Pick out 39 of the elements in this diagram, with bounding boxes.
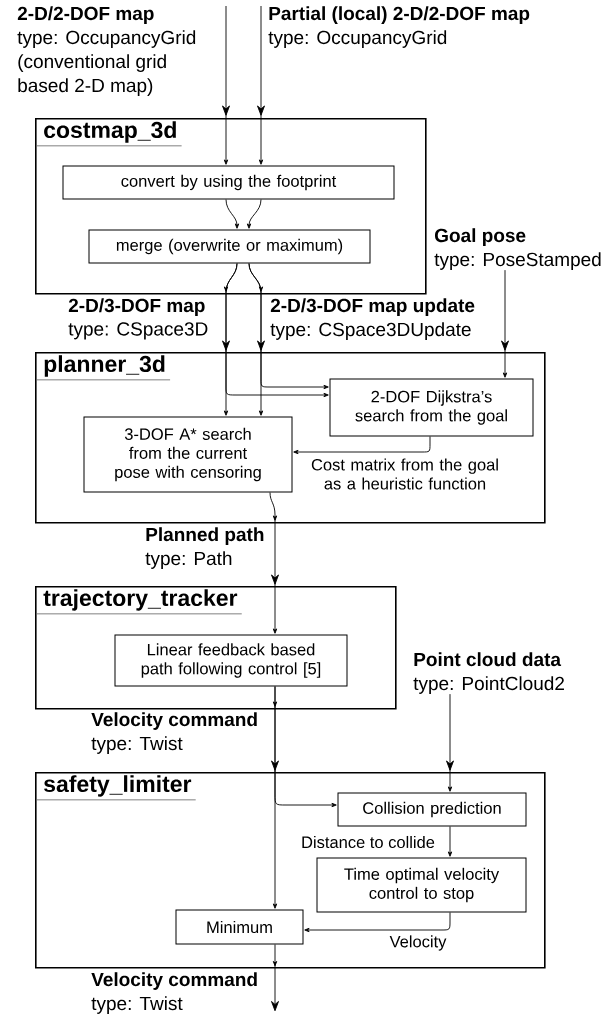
message-type: type: CSpace3DUpdate [270, 322, 471, 340]
message-type: type: Twist [91, 736, 183, 754]
arrow [274, 686, 337, 808]
topic-label: Goal pose type: PoseStamped [434, 228, 601, 270]
arrow [447, 826, 453, 857]
topic-label: Partial (local) 2-D/2-DOF map type: OccupancyGrid [268, 6, 530, 48]
arrow [269, 492, 279, 634]
arrow [225, 263, 329, 398]
edge-label: Velocity [388, 934, 448, 952]
topic-name: Planned path [146, 527, 264, 545]
process-box: merge (overwrite or maximum) [88, 229, 371, 264]
process-box: Linear feedback based path following control [5] [114, 634, 348, 687]
message-type: type: Path [145, 551, 232, 569]
process-box: Time optimal velocity control to stop [316, 857, 527, 913]
arrow [257, 5, 265, 165]
message-type: type: CSpace3D [68, 322, 208, 340]
arrow [246, 199, 262, 229]
arrow [293, 436, 431, 455]
arrow [501, 269, 509, 378]
topic-name: 2-D/3-DOF map update [270, 298, 475, 316]
process-box: 3-DOF A* search from the current pose with censoring [83, 416, 293, 493]
arrow [248, 263, 329, 390]
topic-name: Velocity command [91, 972, 257, 990]
arrow [222, 5, 230, 165]
process-box: convert by using the footprint [62, 165, 395, 200]
arrow [225, 199, 240, 229]
process-box: 2-DOF Dijkstra’s search from the goal [329, 378, 534, 437]
edge-label: Cost matrix from the goal as a heuristic function [298, 457, 512, 491]
topic-label: 2-D/2-DOF map type: OccupancyGrid (conventional grid based 2-D map) [17, 6, 196, 96]
process-box: Minimum [175, 909, 304, 945]
message-type: type: Twist [91, 996, 183, 1014]
topic-name: 2-D/3-DOF map [68, 298, 205, 316]
topic-label: Point cloud data type: PointCloud2 [413, 652, 564, 694]
arrow [446, 693, 454, 792]
edge-label: Distance to collide [300, 834, 436, 850]
topic-name: Velocity command [91, 712, 257, 730]
arrow [304, 912, 451, 933]
process-box: Collision prediction [337, 792, 527, 827]
arrow [271, 944, 279, 1012]
